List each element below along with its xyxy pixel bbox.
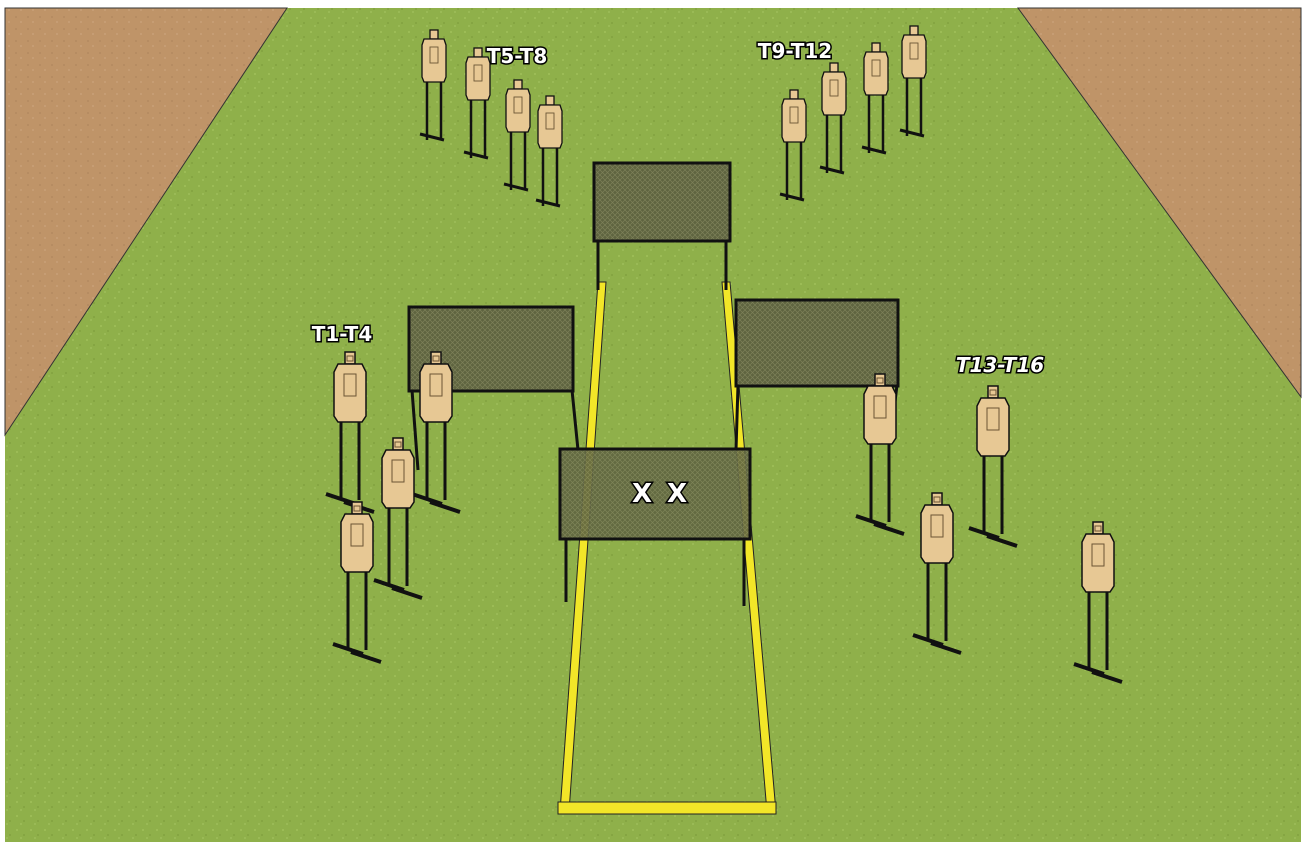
label-t5-t8: T5-T8 <box>487 44 547 68</box>
shooting-position-mark: X <box>667 479 687 509</box>
range-ground <box>5 8 1301 842</box>
label-t1-t4: T1-T4 <box>312 322 372 346</box>
label-t9-t12: T9-T12 <box>758 39 832 63</box>
shooting-position-mark: X <box>632 479 652 509</box>
label-t13-t16: T13-T16 <box>956 353 1044 377</box>
